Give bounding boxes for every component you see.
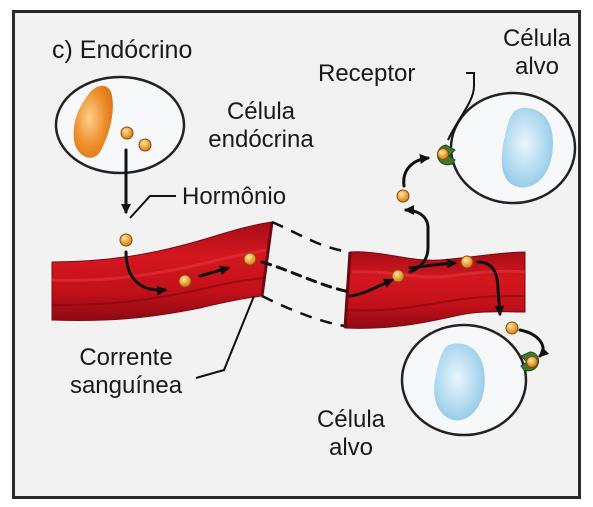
label-target-cell-top-line1: Célula: [492, 25, 582, 53]
label-endocrine-cell-line2: endócrina: [196, 126, 326, 154]
hormone-granule: [139, 139, 151, 151]
label-target-cell-bottom-line2: alvo: [296, 434, 406, 462]
label-receptor: Receptor: [318, 60, 415, 88]
label-bloodstream-line2: sanguínea: [56, 372, 196, 400]
blood-vessel-left: [52, 222, 272, 321]
label-target-cell-top: Célula alvo: [492, 25, 582, 81]
hormone-granule: [121, 127, 133, 139]
diagram-title: c) Endócrino: [52, 36, 192, 64]
label-target-cell-top-line2: alvo: [492, 53, 582, 81]
label-bloodstream: Corrente sanguínea: [56, 344, 196, 400]
endocrine-cell: [56, 77, 184, 173]
target-cell-bottom: [402, 325, 526, 435]
label-target-cell-bottom: Célula alvo: [296, 406, 406, 462]
label-hormone: Hormônio: [182, 183, 286, 211]
label-endocrine-cell-line1: Célula: [196, 98, 326, 126]
label-bloodstream-line1: Corrente: [56, 344, 196, 372]
label-target-cell-bottom-line1: Célula: [296, 406, 406, 434]
target-cell-top: [451, 93, 575, 203]
vessel-gap-dashes: [262, 222, 350, 326]
label-endocrine-cell: Célula endócrina: [196, 98, 326, 154]
